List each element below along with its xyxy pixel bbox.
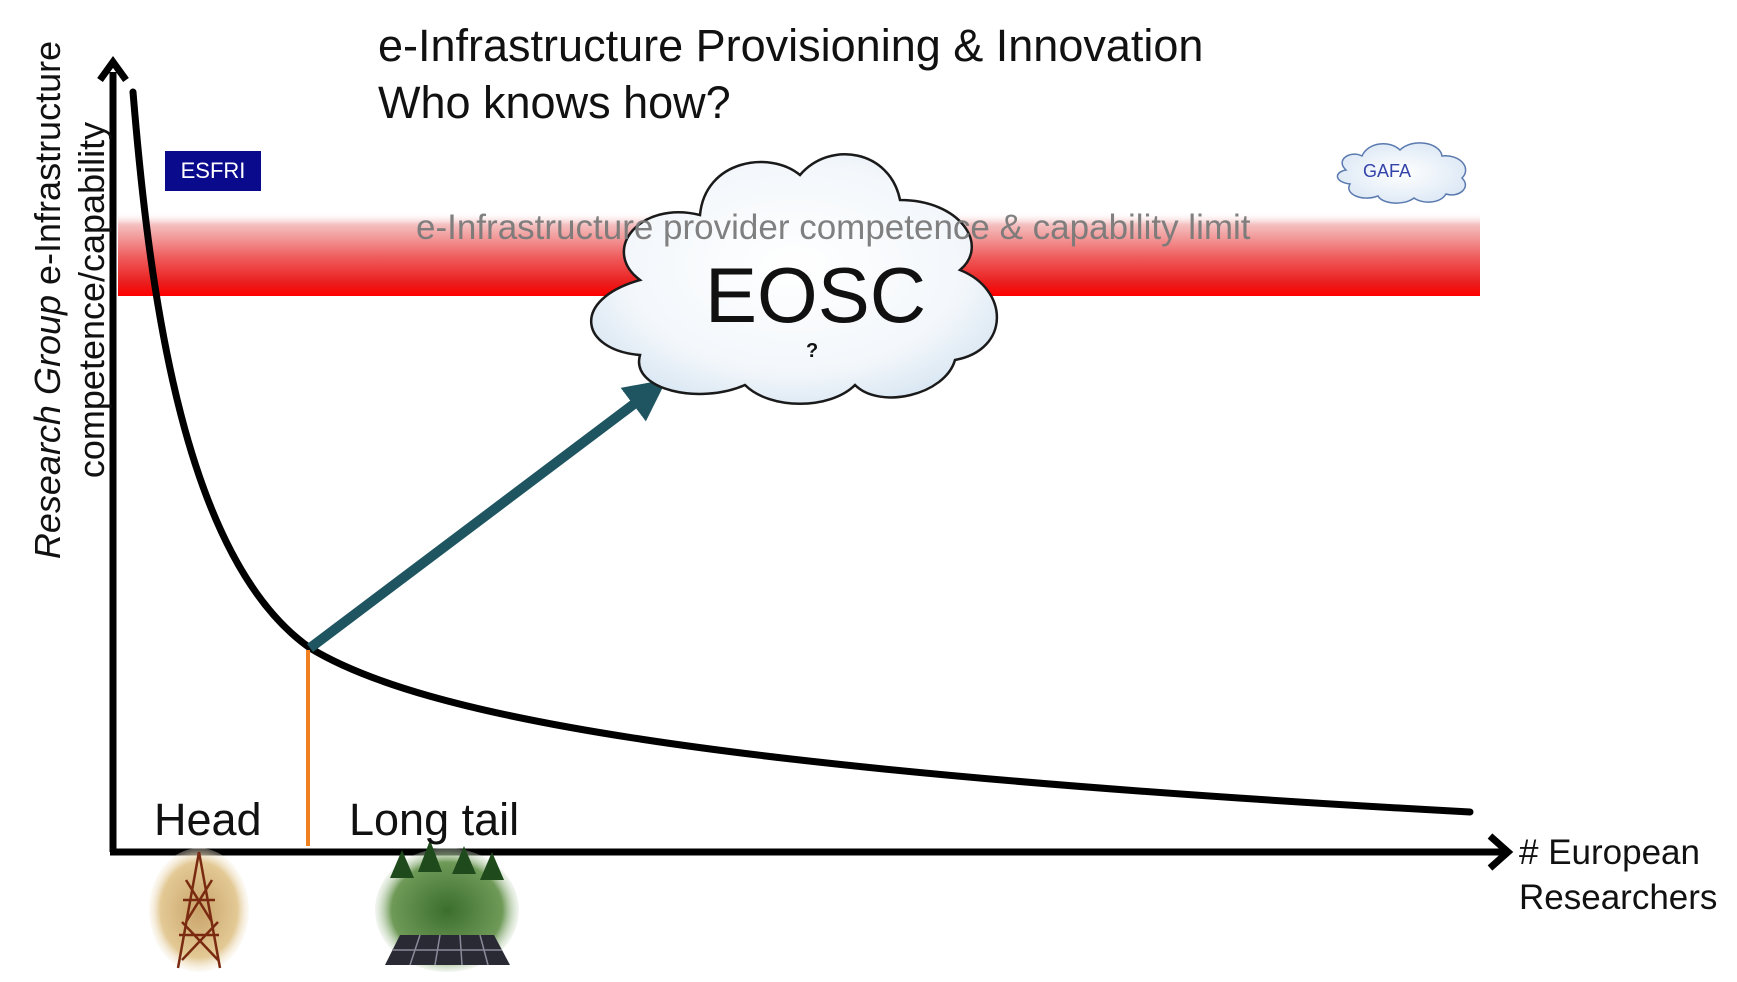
growth-arrow: [306, 379, 667, 652]
head-image: [149, 848, 249, 972]
long-tail-label: Long tail: [349, 794, 520, 845]
x-axis-label: # European Researchers: [1519, 830, 1717, 920]
diagram-subtitle: Who knows how?: [378, 77, 731, 128]
diagram-title: e-Infrastructure Provisioning & Innovati…: [378, 20, 1204, 71]
eosc-cloud-shape: [590, 153, 999, 405]
eosc-question: ?: [806, 340, 819, 362]
eosc-label: EOSC: [705, 251, 927, 339]
long-tail-image: [375, 840, 519, 972]
esfri-badge: ESFRI: [165, 151, 261, 191]
y-axis-label: Research Group e-Infrastructure competen…: [26, 41, 114, 559]
y-axis-label-italic: Research Group: [27, 294, 68, 560]
x-axis-label-line1: # European: [1519, 833, 1700, 872]
y-axis-label-rest: e-Infrastructure: [27, 40, 68, 295]
gafa-label: GAFA: [1363, 161, 1412, 181]
x-axis: [110, 833, 1514, 871]
long-tail-curve: [129, 88, 1474, 816]
y-axis: [97, 56, 129, 852]
limit-band-label: e-Infrastructure provider competence & c…: [416, 208, 1251, 247]
y-axis-label-line2: competence/capability: [71, 121, 112, 479]
head-label: Head: [154, 794, 262, 845]
x-axis-label-line2: Researchers: [1519, 878, 1718, 917]
gafa-cloud-shape: [1336, 142, 1467, 204]
